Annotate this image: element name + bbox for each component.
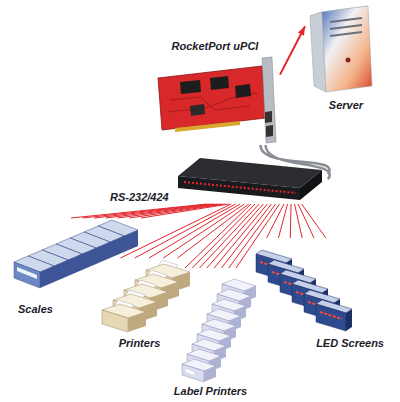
- device-group: LED Screens: [250, 238, 388, 350]
- group-label: RS-232/424: [110, 191, 169, 204]
- server-node: Server: [305, 2, 387, 112]
- group-label: Scales: [18, 303, 53, 316]
- card-node: RocketPort uPCI: [150, 40, 280, 145]
- serial-line-fan: [267, 204, 326, 238]
- group-label: RocketPort uPCI: [172, 40, 259, 53]
- server-tower: [310, 6, 372, 92]
- device-group: Scales: [8, 218, 148, 316]
- pci-card: [158, 57, 276, 143]
- printers-group: [102, 260, 190, 332]
- group-label: Label Printers: [174, 385, 247, 398]
- interface-node: RS-232/424: [108, 150, 328, 204]
- group-label: Printers: [119, 337, 161, 350]
- group-label: LED Screens: [316, 337, 384, 350]
- label-printers-group: [182, 279, 256, 382]
- serial-line-fan: [71, 204, 229, 218]
- scales-group: [14, 220, 138, 288]
- signal-arrow: [280, 26, 305, 74]
- device-group: Printers: [92, 258, 187, 350]
- serial-line-fan: [185, 204, 280, 268]
- group-label: Server: [329, 99, 363, 112]
- device-group: Label Printers: [168, 268, 253, 398]
- serial-cable: [261, 145, 330, 179]
- led-screens-group: [256, 250, 352, 331]
